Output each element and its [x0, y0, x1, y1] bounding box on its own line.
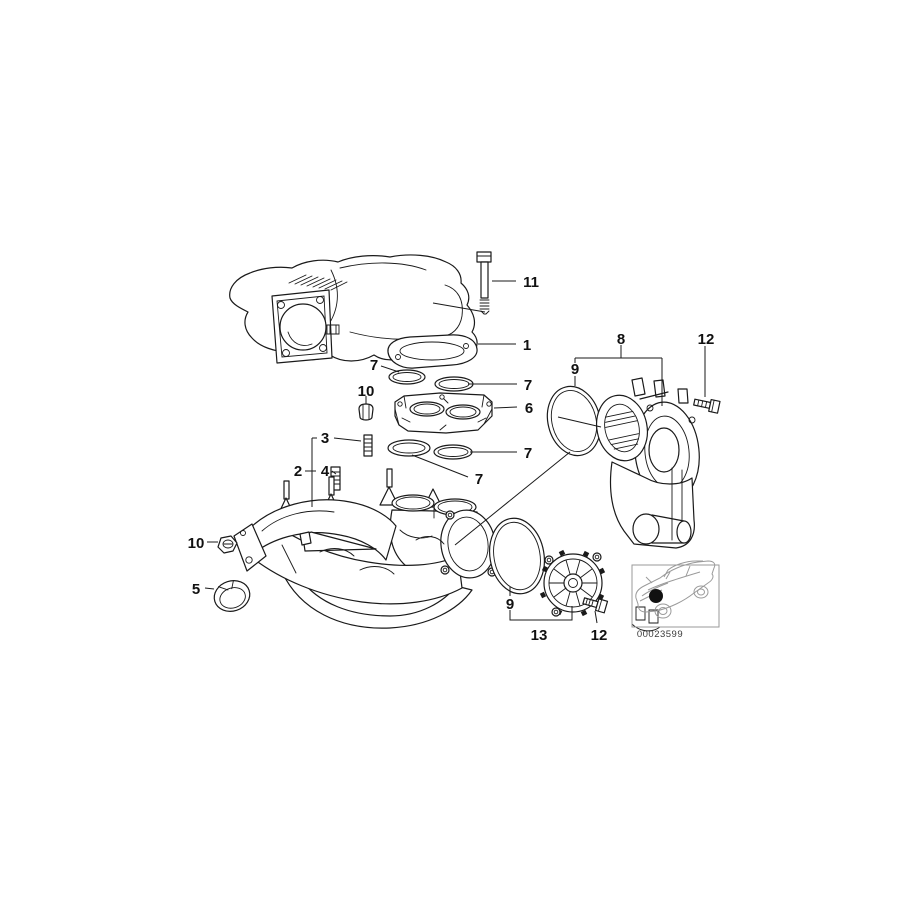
bolt-11-drawing	[476, 251, 492, 315]
o-ring-7-upper-right	[434, 376, 474, 392]
callout-9a: 9	[571, 361, 579, 378]
callout-10b: 10	[188, 535, 205, 552]
callout-6: 6	[525, 400, 533, 417]
callout-7b: 7	[524, 377, 532, 394]
spoke-plate-13-drawing	[539, 549, 606, 617]
callout-4: 4	[321, 463, 330, 480]
stud-3-drawing	[363, 434, 373, 457]
bolt-12-right	[693, 398, 721, 414]
bolt-12-bottom	[582, 597, 609, 614]
callout-2: 2	[294, 463, 302, 480]
callout-7d: 7	[475, 471, 483, 488]
location-marker-dot	[649, 589, 663, 603]
callout-5: 5	[192, 581, 200, 598]
image-code: 00023599	[637, 629, 683, 640]
callout-9b: 9	[506, 596, 514, 613]
cap-nut-10-upper	[358, 403, 374, 421]
flange-plate-6-drawing	[394, 392, 493, 434]
callout-10a: 10	[358, 383, 375, 400]
cap-nut-10-left	[217, 535, 238, 554]
callout-3: 3	[321, 430, 329, 447]
callout-labels: 11 1 7 7 6 7 7 10 3 2 4 8 9 12 10 5 9 13…	[188, 274, 715, 644]
upper-manifold-drawing	[229, 254, 478, 369]
o-ring-7-lower-left	[387, 439, 431, 457]
car-icon	[635, 560, 716, 619]
o-ring-7-upper-left	[388, 369, 426, 385]
callout-12b: 12	[591, 627, 608, 644]
callout-13: 13	[531, 627, 548, 644]
callout-1: 1	[523, 337, 531, 354]
gasket-5-drawing	[213, 580, 251, 612]
callout-8: 8	[617, 331, 625, 348]
callout-7c: 7	[524, 445, 532, 462]
throttle-body-8-drawing	[596, 377, 700, 549]
callout-12a: 12	[698, 331, 715, 348]
o-ring-7-lower-right	[433, 444, 473, 460]
manifold-rib-hatching	[288, 274, 348, 291]
lower-manifold-drawing	[233, 468, 497, 629]
callout-7a: 7	[370, 357, 378, 374]
leader-lines	[204, 280, 706, 624]
callout-11: 11	[523, 274, 539, 291]
o-ring-9-bottom	[489, 517, 545, 595]
vehicle-thumbnail: 00023599	[631, 560, 720, 640]
